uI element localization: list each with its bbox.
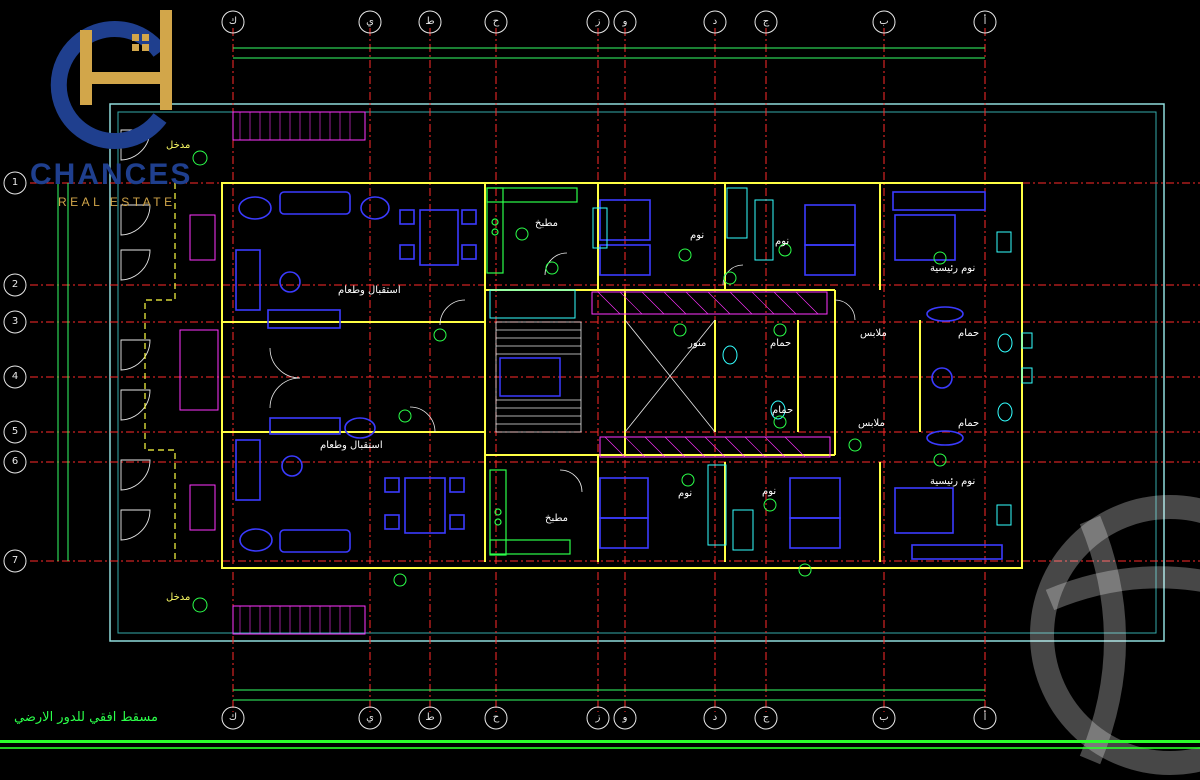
bottom-accent-bar-1 xyxy=(0,740,1200,743)
grid-col-label: أ xyxy=(983,16,987,27)
grid-col-label: ك xyxy=(228,16,238,27)
grid-col-label: ز xyxy=(595,16,601,27)
logo-c-arc xyxy=(50,21,167,149)
grid-col-label: و xyxy=(622,712,628,723)
room-label-dressing-2: ملابس xyxy=(858,418,885,429)
top-grid-bubbles xyxy=(221,10,997,34)
plan-title: مسقط افقي للدور الارضي xyxy=(14,710,158,725)
room-label-shaft: منور xyxy=(688,338,707,349)
site-boundary-outer xyxy=(109,103,1165,642)
room-label-reception-bottom: استقبال وطعام xyxy=(320,440,383,451)
globe-band-1 xyxy=(1045,566,1200,611)
grid-col-label: أ xyxy=(983,712,987,723)
room-label-entrance-bottom: مدخل xyxy=(166,592,191,603)
dimension-lines xyxy=(57,47,985,701)
brand-name: CHANCES xyxy=(30,158,193,191)
logo-window-3 xyxy=(132,44,139,51)
room-label-bedroom-bottom-2: نوم xyxy=(762,486,777,497)
grid-col-label: ي xyxy=(366,712,374,723)
grid-col-label: ط xyxy=(425,712,435,723)
room-label-bath-1: حمام xyxy=(770,338,792,349)
room-label-bath-4: حمام xyxy=(958,418,980,429)
room-label-bath-3: حمام xyxy=(958,328,980,339)
grid-row-label: 4 xyxy=(11,371,19,382)
grid-col-label: د xyxy=(712,712,718,723)
grid-col-label: ح xyxy=(492,16,500,27)
left-grid-bubbles xyxy=(3,171,27,573)
door-swings xyxy=(269,252,856,493)
logo-h-right-bar xyxy=(160,10,172,110)
room-label-kitchen-bottom: مطبخ xyxy=(545,513,569,524)
room-label-entrance-top: مدخل xyxy=(166,140,191,151)
grid-col-label: ز xyxy=(595,712,601,723)
grid-col-label: ي xyxy=(366,16,374,27)
grid-col-label: د xyxy=(712,16,718,27)
grid-col-label: ب xyxy=(879,16,889,27)
fixtures xyxy=(489,187,1033,551)
globe-watermark-icon xyxy=(1030,495,1200,775)
logo-h-left-bar xyxy=(80,30,92,105)
logo-h-crossbar xyxy=(80,72,172,84)
kitchen-counters xyxy=(486,187,578,556)
left-door-swings xyxy=(120,129,151,541)
staircase xyxy=(495,321,582,433)
furniture xyxy=(235,191,1003,560)
grid-col-label: و xyxy=(622,16,628,27)
logo-window-1 xyxy=(132,34,139,41)
setback-dash xyxy=(144,183,176,561)
bottom-accent-bar-2 xyxy=(0,747,1200,749)
room-label-bath-2: حمام xyxy=(772,405,794,416)
globe-band-2 xyxy=(1079,515,1126,765)
grid-row-label: 7 xyxy=(11,555,19,566)
company-logo xyxy=(50,10,172,149)
grid-col-label: ج xyxy=(762,712,770,723)
grid-row-label: 2 xyxy=(11,279,19,290)
room-label-reception-top: استقبال وطعام xyxy=(338,285,401,296)
vertical-grid-lines xyxy=(232,28,986,712)
room-label-dressing-1: ملابس xyxy=(860,328,887,339)
light-shaft xyxy=(624,319,716,433)
grid-col-label: ح xyxy=(492,712,500,723)
grid-row-label: 3 xyxy=(11,316,19,327)
hatched-walls xyxy=(179,111,831,635)
grid-col-label: ك xyxy=(228,712,238,723)
room-label-bedroom-top-2: نوم xyxy=(775,236,790,247)
globe-outline xyxy=(1030,495,1200,775)
room-label-bedroom-top-1: نوم xyxy=(690,230,705,241)
grid-row-label: 1 xyxy=(11,177,19,188)
grid-col-label: ج xyxy=(762,16,770,27)
grid-col-label: ب xyxy=(879,712,889,723)
bottom-grid-bubbles xyxy=(221,706,997,730)
grid-col-label: ط xyxy=(425,16,435,27)
logo-window-4 xyxy=(142,44,149,51)
brand-tagline: REAL ESTATE xyxy=(58,195,176,209)
grid-row-label: 6 xyxy=(11,456,19,467)
logo-window-2 xyxy=(142,34,149,41)
room-label-kitchen-top: مطبخ xyxy=(535,218,559,229)
room-label-master-bedroom-top: نوم رئيسية xyxy=(930,263,976,274)
room-markers xyxy=(192,150,947,613)
room-label-master-bedroom-bottom: نوم رئيسية xyxy=(930,476,976,487)
grid-row-label: 5 xyxy=(11,426,19,437)
room-label-bedroom-bottom-1: نوم xyxy=(678,488,693,499)
hatch-pattern xyxy=(239,112,819,634)
site-boundary-inner xyxy=(117,111,1157,634)
